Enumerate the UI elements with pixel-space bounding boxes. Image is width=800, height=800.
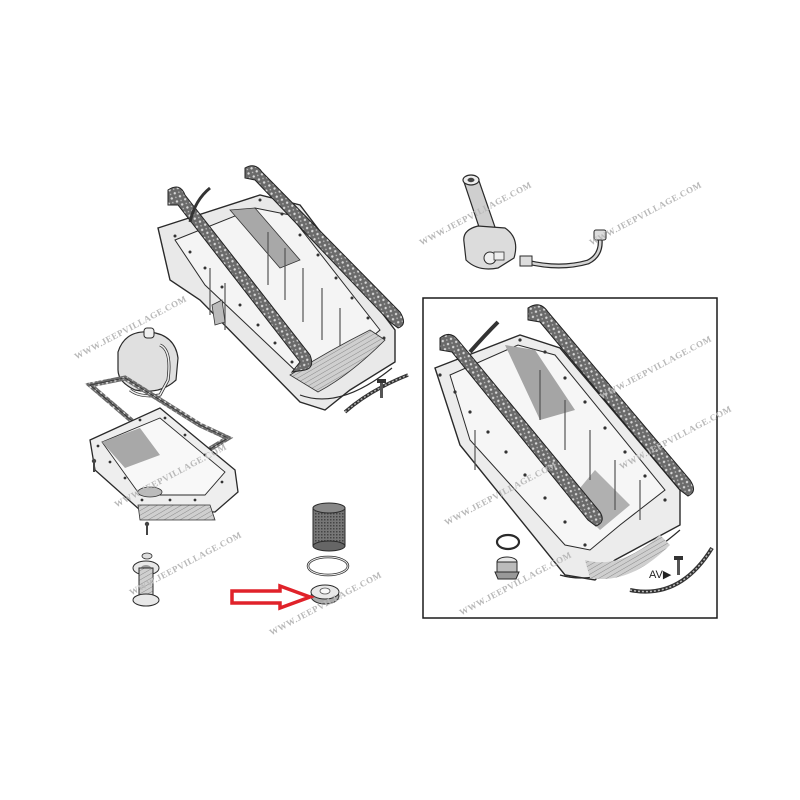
o-ring-seal (306, 555, 350, 577)
inset-frame (422, 297, 718, 619)
front-direction-label: AV▶ (649, 569, 672, 581)
inset-oil-pan (434, 304, 714, 594)
oil-pump-cover (117, 327, 179, 398)
oil-pan-large (157, 194, 396, 411)
filter-element (312, 502, 346, 552)
oil-pan-small (89, 407, 239, 535)
drain-plug-seal (310, 584, 340, 605)
oil-pump-pickup (462, 174, 517, 270)
inset-washer (495, 533, 521, 551)
oil-pipe (519, 229, 607, 269)
drain-bolt (132, 552, 160, 607)
oil-pan-gaskets (167, 165, 409, 414)
highlight-arrow (230, 583, 316, 611)
inset-drain-plug (494, 556, 520, 580)
